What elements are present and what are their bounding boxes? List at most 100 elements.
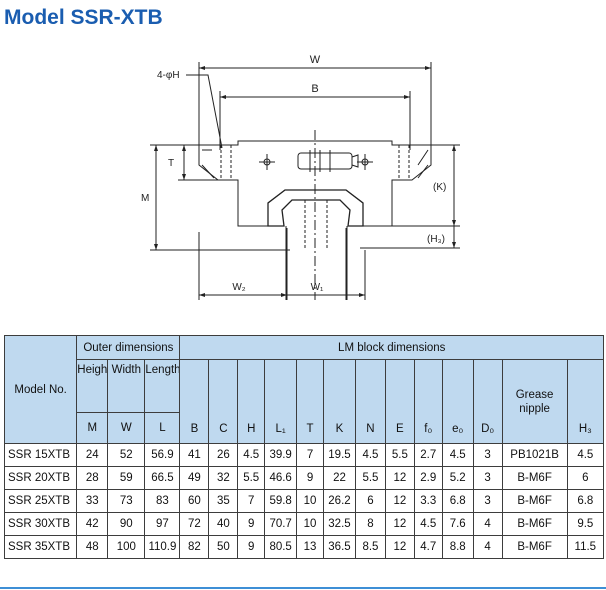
cell-l1: 46.6 (264, 466, 298, 490)
cell-l: 56.9 (144, 443, 181, 467)
cell-e0: 6.8 (441, 489, 474, 513)
cell-d0: 4 (472, 512, 503, 536)
cell-h: 4.5 (237, 443, 266, 467)
cell-h: 7 (237, 489, 266, 513)
cell-e0: 8.8 (441, 535, 474, 559)
cell-grease: B-M6F (501, 512, 568, 536)
cell-grease: B-M6F (501, 466, 568, 490)
hole-leader (186, 74, 223, 149)
cell-l: 110.9 (144, 535, 181, 559)
cell-t: 7 (296, 443, 324, 467)
cell-n: 8 (354, 512, 386, 536)
header-f0: f₀ (413, 359, 443, 444)
cell-l1: 59.8 (264, 489, 298, 513)
header-c: C (208, 359, 239, 444)
cell-m: 24 (76, 443, 109, 467)
rail-outline (267, 189, 364, 227)
label-m: M (141, 193, 149, 204)
cell-n: 6 (354, 489, 386, 513)
cell-h3: 6 (566, 466, 605, 490)
cell-c: 50 (208, 535, 239, 559)
cell-f0: 4.7 (413, 535, 443, 559)
header-l: L (144, 412, 181, 444)
cell-w: 100 (107, 535, 146, 559)
cell-e: 5.5 (384, 443, 415, 467)
header-e: E (384, 359, 415, 444)
header-h3: H₃ (566, 359, 605, 444)
cell-b: 82 (179, 535, 210, 559)
cross-section-diagram: W B 4-φH T M (K) (H₃) W₂ W₁ (141, 54, 460, 300)
cell-e0: 4.5 (441, 443, 474, 467)
cell-e: 12 (384, 535, 415, 559)
header-k: K (322, 359, 356, 444)
header-b: B (179, 359, 210, 444)
cell-w: 73 (107, 489, 146, 513)
header-lm-block-dimensions: LM block dimensions (179, 335, 604, 360)
label-w1: W₁ (311, 282, 324, 293)
cell-m: 28 (76, 466, 109, 490)
cell-f0: 3.3 (413, 489, 443, 513)
header-e0: e₀ (441, 359, 474, 444)
cell-k: 26.2 (322, 489, 356, 513)
label-w2: W₂ (232, 282, 245, 293)
cell-grease: B-M6F (501, 489, 568, 513)
cell-d0: 3 (472, 443, 503, 467)
cell-k: 19.5 (322, 443, 356, 467)
cell-model: SSR 20XTB (3, 466, 78, 490)
cell-c: 35 (208, 489, 239, 513)
header-grease-nipple: Grease nipple (501, 359, 568, 444)
header-w: W (107, 412, 146, 444)
cell-f0: 2.9 (413, 466, 443, 490)
cell-h3: 4.5 (566, 443, 605, 467)
header-l1: L₁ (264, 359, 298, 444)
cell-b: 49 (179, 466, 210, 490)
cell-c: 26 (208, 443, 239, 467)
cell-t: 9 (296, 466, 324, 490)
cell-c: 40 (208, 512, 239, 536)
cell-f0: 2.7 (413, 443, 443, 467)
cell-b: 60 (179, 489, 210, 513)
cell-w: 90 (107, 512, 146, 536)
cell-n: 5.5 (354, 466, 386, 490)
cell-model: SSR 25XTB (3, 489, 78, 513)
cell-h3: 6.8 (566, 489, 605, 513)
cell-grease: PB1021B (501, 443, 568, 467)
cell-h3: 9.5 (566, 512, 605, 536)
cell-d0: 3 (472, 489, 503, 513)
cell-w: 52 (107, 443, 146, 467)
cell-e: 12 (384, 466, 415, 490)
cell-k: 22 (322, 466, 356, 490)
cell-l1: 80.5 (264, 535, 298, 559)
cell-model: SSR 30XTB (3, 512, 78, 536)
cell-grease: B-M6F (501, 535, 568, 559)
cell-e0: 7.6 (441, 512, 474, 536)
header-height: Height (76, 359, 109, 413)
cell-h: 9 (237, 535, 266, 559)
cell-n: 4.5 (354, 443, 386, 467)
cell-b: 72 (179, 512, 210, 536)
header-d0: D₀ (472, 359, 503, 444)
cell-model: SSR 15XTB (3, 443, 78, 467)
header-m: M (76, 412, 109, 444)
dimensions-table: Model No. Outer dimensions LM block dime… (3, 335, 605, 559)
cell-l: 97 (144, 512, 181, 536)
cell-c: 32 (208, 466, 239, 490)
cell-d0: 4 (472, 535, 503, 559)
cell-e: 12 (384, 512, 415, 536)
bottom-rule (0, 587, 606, 589)
cell-l1: 39.9 (264, 443, 298, 467)
header-n: N (354, 359, 386, 444)
cell-f0: 4.5 (413, 512, 443, 536)
header-width: Width (107, 359, 146, 413)
cell-model: SSR 35XTB (3, 535, 78, 559)
label-h3: (H₃) (427, 234, 445, 245)
cell-b: 41 (179, 443, 210, 467)
cell-l: 66.5 (144, 466, 181, 490)
label-hole: 4-φH (157, 70, 180, 81)
header-outer-dimensions: Outer dimensions (76, 335, 181, 360)
